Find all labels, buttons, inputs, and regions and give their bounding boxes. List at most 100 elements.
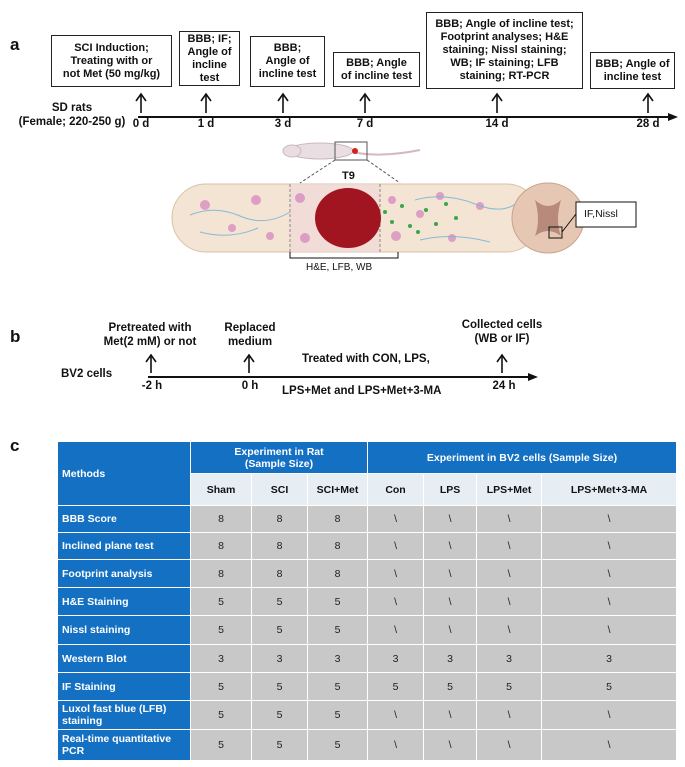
sample-size-cell: 5 <box>306 729 369 761</box>
sample-size-cell: 5 <box>306 700 369 730</box>
sample-size-cell: 8 <box>190 505 252 533</box>
sample-size-cell: 8 <box>190 532 252 560</box>
method-cell: Real-time quantitative PCR <box>57 729 191 761</box>
method-cell: Inclined plane test <box>57 532 191 560</box>
sample-size-cell: \ <box>476 615 543 645</box>
cross-section-label: IF,Nissl <box>584 208 618 220</box>
spinal-cord-illustration <box>171 182 637 259</box>
sample-size-cell: \ <box>367 615 425 645</box>
timepoint-box-14d: BBB; Angle of incline test; Footprint an… <box>426 12 583 89</box>
sample-size-cell: 8 <box>251 559 308 588</box>
method-cell: BBB Score <box>57 505 191 533</box>
sample-size-cell: 5 <box>306 672 369 701</box>
panel-b-letter: b <box>10 327 21 346</box>
sample-size-cell: 5 <box>367 672 425 701</box>
tick-28d: 28 d <box>636 118 660 130</box>
sample-size-cell: 3 <box>423 644 478 673</box>
pretreat-label: Pretreated with Met(2 mM) or not <box>103 322 197 348</box>
lesion-section-label: H&E, LFB, WB <box>306 262 373 273</box>
sample-size-cell: 8 <box>306 505 369 533</box>
t9-label: T9 <box>342 170 355 182</box>
sample-size-cell: \ <box>423 505 478 533</box>
timepoint-box-1d: BBB; IF; Angle of incline test <box>179 31 240 86</box>
sample-size-cell: 5 <box>190 615 252 645</box>
sample-size-cell: \ <box>423 700 478 730</box>
col-header: Con <box>367 473 425 506</box>
sample-size-cell: 8 <box>306 559 369 588</box>
timeline-a-arrows <box>135 92 654 113</box>
tick-24h: 24 h <box>492 380 516 392</box>
sample-size-cell: \ <box>367 532 425 560</box>
sample-size-cell: \ <box>367 559 425 588</box>
sample-size-cell: \ <box>367 587 425 616</box>
sample-size-cell: 5 <box>541 672 678 701</box>
column-header-row: Sham SCI SCI+Met Con LPS LPS+Met LPS+Met… <box>58 473 678 506</box>
tick-7d: 7 d <box>356 118 374 130</box>
sample-size-cell: 3 <box>306 644 369 673</box>
sample-size-cell: 3 <box>367 644 425 673</box>
col-header: SCI <box>251 473 308 506</box>
tick-1d: 1 d <box>197 118 215 130</box>
sample-size-cell: 5 <box>251 672 308 701</box>
sample-size-cell: \ <box>541 532 678 560</box>
sample-size-cell: 3 <box>541 644 678 673</box>
tick-14d: 14 d <box>485 118 509 130</box>
method-cell: H&E Staining <box>57 587 191 616</box>
sample-size-table: Methods Experiment in Rat (Sample Size) … <box>57 441 678 761</box>
method-cell: Luxol fast blue (LFB) staining <box>57 700 191 730</box>
sample-size-cell: \ <box>541 505 678 533</box>
sample-size-cell: \ <box>476 559 543 588</box>
timeline-b-arrows <box>145 353 508 373</box>
sample-size-cell: 3 <box>251 644 308 673</box>
rat-experiment-header: Experiment in Rat (Sample Size) <box>189 441 369 474</box>
col-header: LPS+Met+3-MA <box>541 473 678 506</box>
sample-size-cell: 5 <box>251 615 308 645</box>
sample-size-cell: 8 <box>190 559 252 588</box>
tick-0d: 0 d <box>132 118 150 130</box>
tick-3d: 3 d <box>274 118 292 130</box>
sample-size-cell: 5 <box>190 729 252 761</box>
timepoint-box-7d: BBB; Angle of incline test <box>333 52 420 87</box>
treatment-line-1: Treated with CON, LPS, <box>302 353 430 365</box>
timepoint-box-28d: BBB; Angle of incline test <box>590 52 675 89</box>
sample-size-cell: \ <box>541 700 678 730</box>
sample-size-cell: \ <box>367 505 425 533</box>
bv2-cells-label: BV2 cells <box>61 368 113 380</box>
sample-size-cell: \ <box>541 615 678 645</box>
bv2-experiment-header: Experiment in BV2 cells (Sample Size) <box>367 441 678 474</box>
collected-cells-label: Collected cells (WB or IF) <box>461 319 543 345</box>
sample-size-cell: \ <box>423 729 478 761</box>
timepoint-box-0d: SCI Induction; Treating with or not Met … <box>51 35 172 87</box>
sample-size-cell: \ <box>423 532 478 560</box>
sample-size-cell: \ <box>423 559 478 588</box>
sample-size-cell: 3 <box>190 644 252 673</box>
sample-size-cell: 5 <box>476 672 543 701</box>
sample-size-cell: 5 <box>251 700 308 730</box>
sample-size-cell: 5 <box>190 587 252 616</box>
method-cell: Nissl staining <box>57 615 191 645</box>
method-cell: IF Staining <box>57 672 191 701</box>
sample-size-cell: 5 <box>190 700 252 730</box>
tick-0h: 0 h <box>241 380 259 392</box>
sample-size-cell: 8 <box>306 532 369 560</box>
col-header: LPS+Met <box>476 473 543 506</box>
timeline-b-arrowhead <box>528 373 538 381</box>
panel-a-b-graphics <box>135 92 678 381</box>
treatment-line-2: LPS+Met and LPS+Met+3-MA <box>282 385 442 397</box>
sample-size-cell: 5 <box>251 729 308 761</box>
col-header: Sham <box>190 473 252 506</box>
sample-size-cell: \ <box>423 587 478 616</box>
sample-size-cell: 5 <box>306 587 369 616</box>
subject-label: SD rats (Female; 220-250 g) <box>18 102 126 128</box>
rat-illustration <box>282 141 421 184</box>
col-header: SCI+Met <box>306 473 369 506</box>
sample-size-cell: \ <box>541 559 678 588</box>
sample-size-cell: \ <box>476 505 543 533</box>
